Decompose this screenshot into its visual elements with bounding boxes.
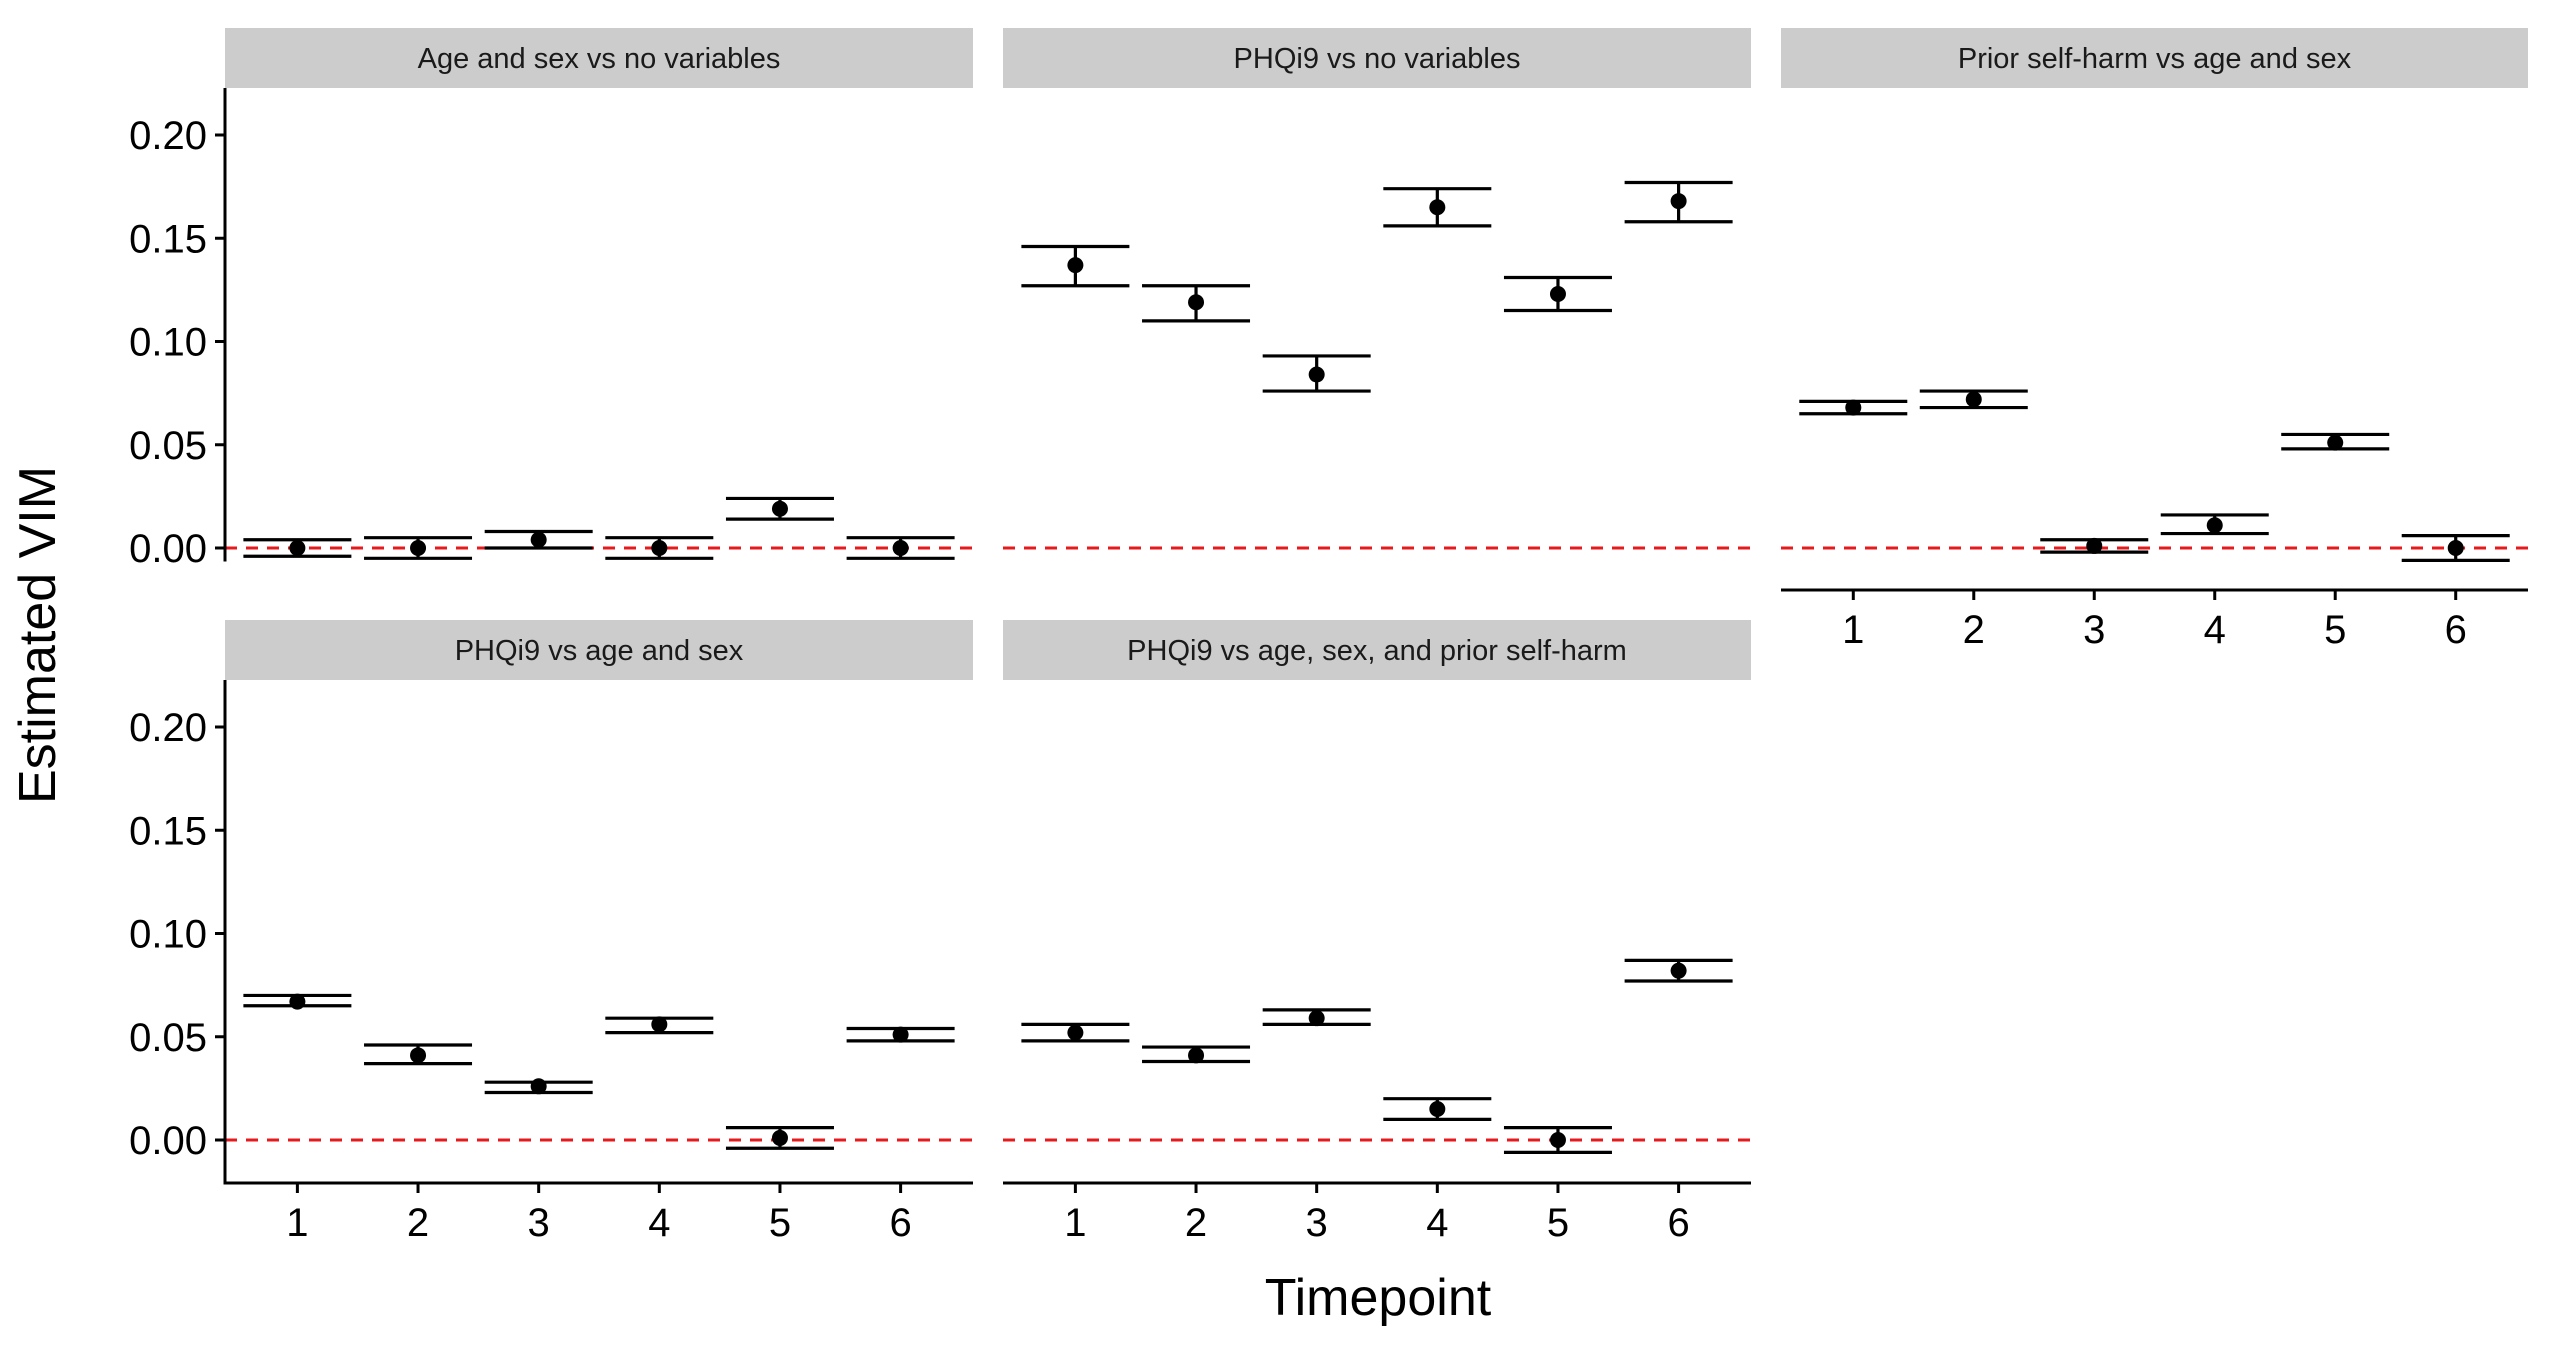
panel-strip bbox=[1003, 620, 1751, 680]
data-point bbox=[410, 1047, 427, 1064]
data-point bbox=[651, 1016, 668, 1033]
x-tick-label: 6 bbox=[1667, 1201, 1689, 1245]
panel: Age and sex vs no variables 0.00 0.05 0.10 0… bbox=[129, 28, 973, 571]
data-point bbox=[1429, 1101, 1446, 1118]
panel: PHQi9 vs age, sex, and prior self-harm 1 2… bbox=[1003, 620, 1751, 1245]
y-tick-label: 0.05 bbox=[129, 1016, 207, 1060]
data-point bbox=[1188, 294, 1205, 311]
x-tick-label: 2 bbox=[1963, 608, 1985, 652]
panel-title: Prior self-harm vs age and sex bbox=[1958, 43, 2352, 75]
panel: PHQi9 vs no variables bbox=[1003, 28, 1751, 550]
data-point bbox=[1549, 286, 1566, 303]
data-point bbox=[289, 993, 306, 1010]
x-tick-label: 1 bbox=[1064, 1201, 1086, 1245]
x-tick-label: 2 bbox=[1185, 1201, 1207, 1245]
data-point bbox=[2327, 434, 2344, 451]
data-point bbox=[651, 540, 668, 556]
data-point bbox=[1308, 366, 1325, 383]
data-point bbox=[2086, 537, 2103, 554]
data-point bbox=[1670, 193, 1687, 210]
data-point bbox=[530, 1078, 547, 1095]
data-point bbox=[530, 531, 547, 548]
data-point bbox=[771, 1129, 788, 1146]
y-tick-label: 0.10 bbox=[129, 913, 207, 957]
panel-title: PHQi9 vs age, sex, and prior self-harm bbox=[1127, 635, 1627, 667]
x-tick-label: 5 bbox=[769, 1201, 791, 1245]
data-point bbox=[892, 1026, 909, 1043]
x-tick-label: 4 bbox=[2204, 608, 2226, 652]
y-tick-label: 0.20 bbox=[129, 706, 207, 750]
x-tick-label: 4 bbox=[648, 1201, 670, 1245]
data-point bbox=[1308, 1010, 1325, 1027]
data-point bbox=[2206, 517, 2223, 534]
x-tick-label: 3 bbox=[1306, 1201, 1328, 1245]
y-tick-label: 0.15 bbox=[129, 809, 207, 853]
x-tick-label: 3 bbox=[2083, 608, 2105, 652]
x-tick-label: 1 bbox=[1842, 608, 1864, 652]
y-tick-label: 0.10 bbox=[129, 321, 207, 365]
panel: PHQi9 vs age and sex 0.00 0.05 0.10 0.15 0.20… bbox=[129, 620, 973, 1245]
data-point bbox=[1067, 1024, 1084, 1041]
panel-strip bbox=[1781, 28, 2528, 88]
y-tick-label: 0.00 bbox=[129, 1119, 207, 1163]
panel-title: Age and sex vs no variables bbox=[418, 43, 781, 75]
data-point bbox=[1429, 199, 1446, 216]
panel-title: PHQi9 vs age and sex bbox=[455, 635, 744, 667]
y-tick-label: 0.05 bbox=[129, 424, 207, 468]
panels: Age and sex vs no variables 0.00 0.05 0.10 0… bbox=[129, 28, 2528, 1245]
data-point bbox=[892, 540, 909, 556]
data-point bbox=[771, 500, 788, 517]
x-tick-label: 2 bbox=[407, 1201, 429, 1245]
data-point bbox=[2447, 540, 2464, 556]
y-tick-label: 0.00 bbox=[129, 527, 207, 571]
panel-title: PHQi9 vs no variables bbox=[1234, 43, 1521, 75]
data-point bbox=[1549, 1132, 1566, 1148]
y-axis-title: Estimated VIM bbox=[9, 466, 67, 804]
x-tick-label: 4 bbox=[1426, 1201, 1448, 1245]
data-point bbox=[1670, 962, 1687, 979]
data-point bbox=[1188, 1047, 1205, 1064]
x-tick-label: 5 bbox=[2324, 608, 2346, 652]
panel-strip bbox=[1003, 28, 1751, 88]
x-tick-label: 1 bbox=[286, 1201, 308, 1245]
x-tick-label: 5 bbox=[1547, 1201, 1569, 1245]
x-axis-title: Timepoint bbox=[1265, 1269, 1492, 1327]
data-point bbox=[289, 540, 306, 556]
data-point bbox=[1845, 399, 1862, 416]
panel-strip bbox=[225, 28, 973, 88]
x-tick-label: 6 bbox=[889, 1201, 911, 1245]
data-point bbox=[410, 540, 427, 556]
y-tick-label: 0.20 bbox=[129, 114, 207, 158]
x-tick-label: 3 bbox=[528, 1201, 550, 1245]
data-point bbox=[1067, 257, 1084, 274]
y-tick-label: 0.15 bbox=[129, 217, 207, 261]
panel: Prior self-harm vs age and sex 1 2 3 4 5 6 bbox=[1781, 28, 2528, 652]
panel-strip bbox=[225, 620, 973, 680]
x-tick-label: 6 bbox=[2445, 608, 2467, 652]
data-point bbox=[1965, 391, 1982, 408]
